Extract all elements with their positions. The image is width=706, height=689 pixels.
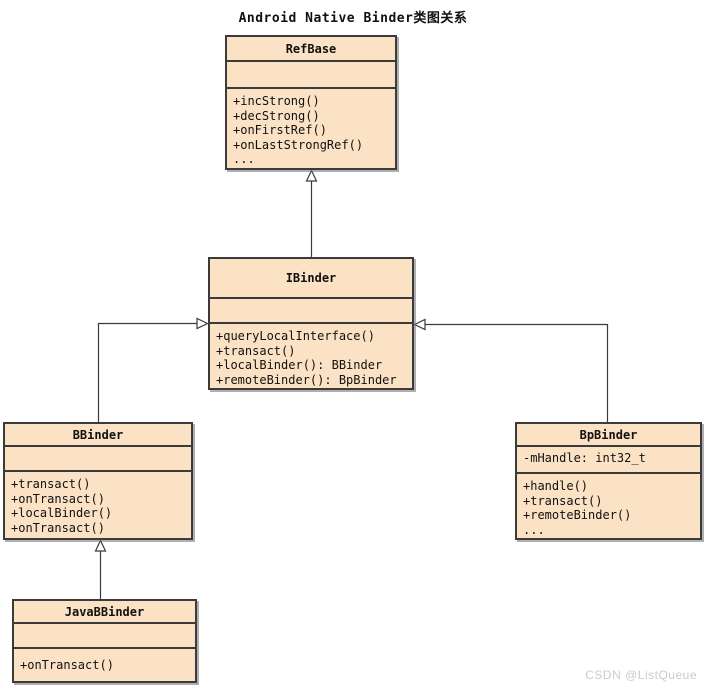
generalization-arrow-bbinder-to-ibinder: [97, 317, 209, 422]
field-label: -mHandle: int32_t: [523, 451, 646, 465]
method-label: +transact(): [11, 477, 91, 491]
class-fields-refbase: [227, 62, 395, 89]
class-methods-bpbinder: +handle() +transact() +remoteBinder() ..…: [517, 474, 700, 538]
method-label: +remoteBinder(): [523, 508, 632, 522]
class-methods-javabbinder: +onTransact(): [14, 649, 195, 681]
class-name-bbinder: BBinder: [5, 424, 191, 447]
generalization-arrow-ibinder-to-refbase: [305, 169, 318, 257]
class-name-bpbinder: BpBinder: [517, 424, 700, 447]
method-label: +localBinder(): [11, 506, 113, 520]
generalization-arrow-bpbinder-to-ibinder: [413, 318, 609, 422]
class-methods-ibinder: +queryLocalInterface() +transact() +loca…: [210, 324, 412, 388]
method-label: +incStrong(): [233, 94, 320, 108]
method-label: +decStrong(): [233, 108, 320, 123]
class-fields-javabbinder: [14, 624, 195, 649]
diagram-title: Android Native Binder类图关系: [238, 11, 468, 26]
method-label: +queryLocalInterface(): [216, 329, 375, 343]
class-fields-bpbinder: -mHandle: int32_t: [517, 447, 700, 474]
method-label: +remoteBinder(): BpBinder: [216, 372, 397, 387]
class-methods-refbase: +incStrong() +decStrong() +onFirstRef() …: [227, 89, 395, 168]
method-label: +localBinder(): BBinder: [216, 358, 383, 372]
method-label: ...: [233, 152, 255, 166]
class-box-bpbinder: BpBinder -mHandle: int32_t +handle() +tr…: [515, 422, 702, 540]
method-label: +onFirstRef(): [233, 123, 327, 137]
class-box-bbinder: BBinder +transact() +onTransact() +local…: [3, 422, 193, 540]
method-label: +onTransact(): [11, 520, 105, 535]
method-label: +onTransact(): [20, 658, 114, 672]
class-box-javabbinder: JavaBBinder +onTransact(): [12, 599, 197, 683]
class-box-refbase: RefBase +incStrong() +decStrong() +onFir…: [225, 35, 397, 170]
csdn-watermark: CSDN @ListQueue: [585, 668, 697, 682]
method-label: +handle(): [523, 479, 589, 493]
class-box-ibinder: IBinder +queryLocalInterface() +transact…: [208, 257, 414, 390]
method-label: ...: [523, 522, 545, 537]
class-name-ibinder: IBinder: [210, 259, 412, 299]
class-name-javabbinder: JavaBBinder: [14, 601, 195, 624]
generalization-arrow-javabbinder-to-bbinder: [94, 539, 107, 599]
method-label: +transact(): [216, 343, 296, 358]
method-label: +onTransact(): [11, 491, 105, 506]
class-name-refbase: RefBase: [227, 37, 395, 62]
class-methods-bbinder: +transact() +onTransact() +localBinder()…: [5, 472, 191, 538]
method-label: +transact(): [523, 493, 603, 508]
class-fields-ibinder: [210, 299, 412, 324]
class-fields-bbinder: [5, 447, 191, 472]
method-label: +onLastStrongRef(): [233, 137, 364, 152]
